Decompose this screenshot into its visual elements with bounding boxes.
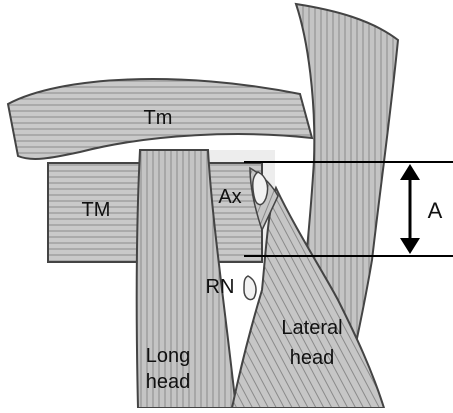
dimension-arrowhead-top xyxy=(400,164,420,180)
label-radial: RN xyxy=(206,276,235,298)
label-lateral-head-line1: Lateral xyxy=(281,317,342,339)
label-tm-major: TM xyxy=(82,199,111,221)
dimension-arrowhead-bottom xyxy=(400,238,420,254)
label-tm-minor: Tm xyxy=(144,107,173,129)
radial-nerve xyxy=(244,276,256,300)
label-dimension: A xyxy=(428,198,443,223)
label-long-head-line1: Long xyxy=(146,345,191,367)
label-long-head-line2: head xyxy=(146,371,191,393)
label-axillary: Ax xyxy=(218,186,241,208)
label-lateral-head-line2: head xyxy=(290,347,335,369)
